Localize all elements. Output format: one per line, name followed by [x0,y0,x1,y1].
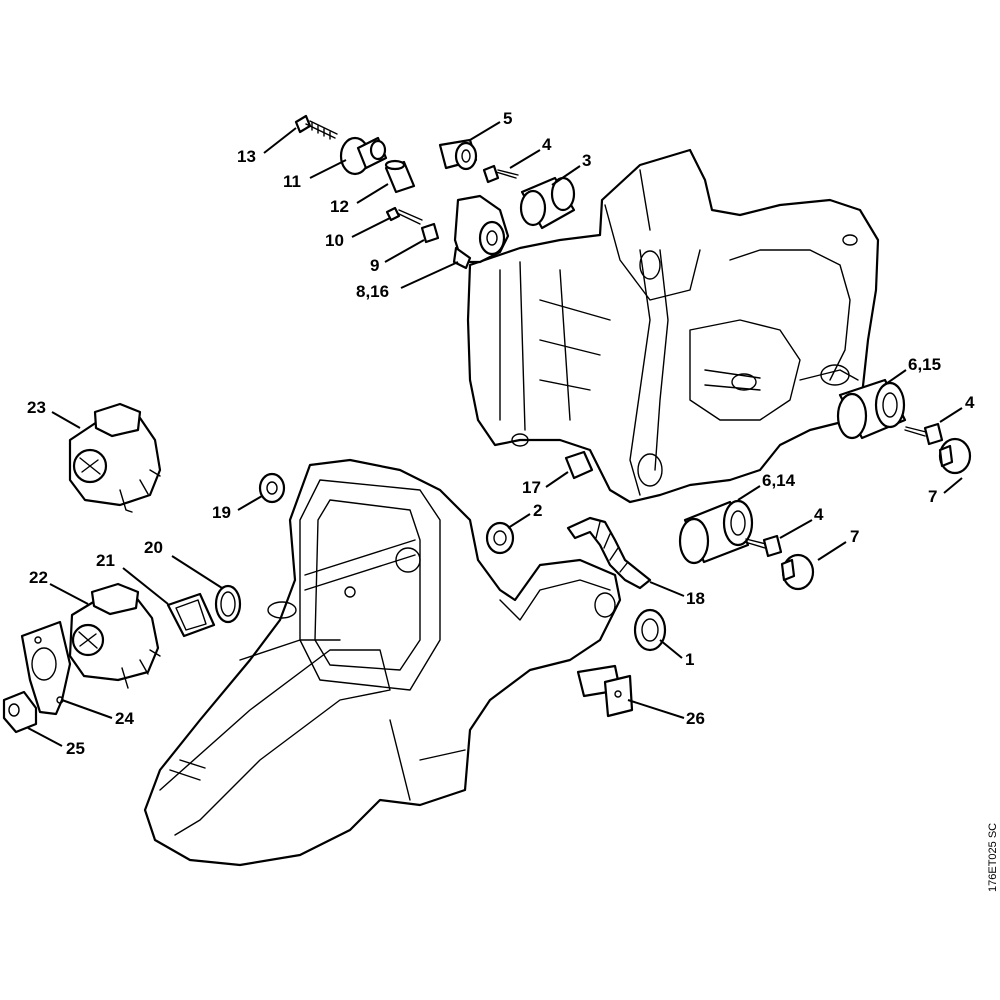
ring-1 [633,608,667,652]
callout-4-top: 4 [542,135,552,154]
callout-1: 1 [685,650,694,669]
callout-13: 13 [237,147,256,166]
sleeve-9 [420,222,440,244]
callout-21: 21 [96,551,115,570]
av-element-8-16 [452,194,510,270]
callout-26: 26 [686,709,705,728]
callout-7-mid: 7 [850,527,859,546]
callout-labels: 13 11 12 10 9 8,16 5 4 3 6,15 4 7 6,14 4… [27,109,975,758]
plug-7-top [938,437,972,475]
leader-lines [27,121,963,747]
tank-housing-part [143,458,622,867]
callout-17: 17 [522,478,541,497]
callout-9: 9 [370,256,379,275]
grommet-19 [258,472,286,504]
callout-3: 3 [582,151,591,170]
callout-11: 11 [283,172,301,191]
callout-4-right: 4 [965,393,975,412]
callout-10: 10 [325,231,344,250]
callout-6-15: 6,15 [908,355,941,374]
callout-24: 24 [115,709,134,728]
spring-plate-11 [339,136,388,176]
callout-23: 23 [27,398,46,417]
crankcase-part [466,148,880,504]
carburetor-23 [68,402,162,513]
bushing-5 [438,138,478,171]
part-25 [2,690,38,734]
callout-20: 20 [144,538,163,557]
screw-13 [294,114,338,140]
gasket-21 [166,592,216,638]
washer-2 [485,521,515,555]
callout-22: 22 [29,568,48,587]
screw-10 [385,206,423,225]
ring-20 [214,584,242,624]
buffer-6-15 [836,378,907,440]
callout-12: 12 [330,197,349,216]
sleeve-12 [384,159,416,194]
callout-7-top: 7 [928,487,937,506]
grommet-17 [564,450,594,480]
callout-6-14: 6,14 [762,471,796,490]
screw-4-right [904,422,944,446]
plug-7-mid [780,553,815,591]
callout-5: 5 [503,109,512,128]
callout-4-mid: 4 [814,505,824,524]
fuel-hose-18 [566,516,652,590]
callout-8-16: 8,16 [356,282,389,301]
screw-4-mid [744,534,783,558]
callout-18: 18 [686,589,705,608]
callout-2: 2 [533,501,542,520]
callout-25: 25 [66,739,85,758]
callout-19: 19 [212,503,231,522]
carburetor-22 [68,582,161,689]
bracket-26 [576,664,634,718]
screw-4-top [482,164,519,184]
buffer-3 [519,176,576,230]
buffer-6-14 [678,499,754,565]
plate-24 [20,620,72,716]
drawing-code: 176ET025 SC [987,823,999,892]
